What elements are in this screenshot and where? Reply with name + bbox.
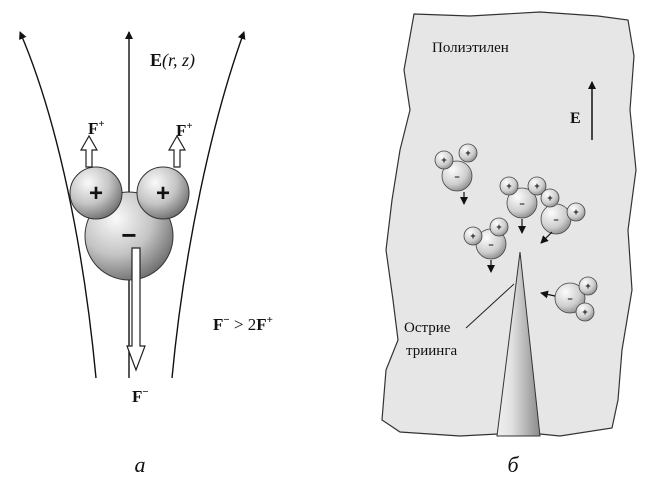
field-line-right xyxy=(171,31,246,379)
mol3-plus-b: + xyxy=(573,207,578,217)
force-minus-label: F− xyxy=(132,386,149,406)
mol3-plus-a: + xyxy=(547,193,552,203)
charge-minus: − xyxy=(121,220,136,250)
mol5-minus: − xyxy=(567,294,572,304)
force-plus-arrow-right xyxy=(167,134,187,168)
panel-a: E(r, z) + + − F+ F+ F− F− > 2F+ а xyxy=(19,31,273,477)
mol2-plus-a: + xyxy=(506,181,511,191)
charge-plus-right: + xyxy=(156,180,170,207)
mol3-minus: − xyxy=(553,215,558,225)
field-line-left xyxy=(19,31,97,379)
polyethylene-region xyxy=(381,11,637,437)
mol4-plus-a: + xyxy=(470,231,475,241)
mol1-plus-b: + xyxy=(465,148,470,158)
treeing-tip xyxy=(496,251,541,437)
molecule-1 xyxy=(434,143,478,205)
mol4-minus: − xyxy=(488,240,493,250)
field-label-b: E xyxy=(570,110,581,127)
mol1-minus: − xyxy=(454,172,459,182)
mol5-plus-a: + xyxy=(585,281,590,291)
force-minus-arrow xyxy=(126,247,146,372)
force-plus-label-right: F+ xyxy=(176,120,193,140)
molecule-3 xyxy=(540,188,586,244)
caption-a: а xyxy=(135,452,146,477)
field-label-a: E(r, z) xyxy=(150,50,195,71)
tip-label-line2: триинга xyxy=(406,343,457,359)
molecule-4 xyxy=(463,217,509,273)
positive-ion-sphere-left xyxy=(69,166,123,220)
molecule-5 xyxy=(540,276,598,322)
mol2-plus-b: + xyxy=(534,181,539,191)
mol5-plus-b: + xyxy=(582,307,587,317)
material-label: Полиэтилен xyxy=(432,40,509,56)
mol2-minus: − xyxy=(519,199,524,209)
tip-label-line1: Острие xyxy=(404,320,451,336)
charge-plus-left: + xyxy=(89,180,103,207)
molecule-2 xyxy=(499,176,547,234)
force-inequality: F− > 2F+ xyxy=(213,314,273,334)
tip-leader-line xyxy=(465,283,515,329)
molecule-charges: − + + − + + − + + − + + − + + xyxy=(441,148,590,317)
force-plus-arrow-left xyxy=(79,134,99,168)
caption-b: б xyxy=(507,452,519,477)
mol1-plus-a: + xyxy=(441,155,446,165)
positive-ion-sphere-right xyxy=(136,166,190,220)
panel-b: Полиэтилен E Острие триинга xyxy=(381,11,637,477)
force-plus-label-left: F+ xyxy=(88,118,105,138)
mol4-plus-b: + xyxy=(496,222,501,232)
